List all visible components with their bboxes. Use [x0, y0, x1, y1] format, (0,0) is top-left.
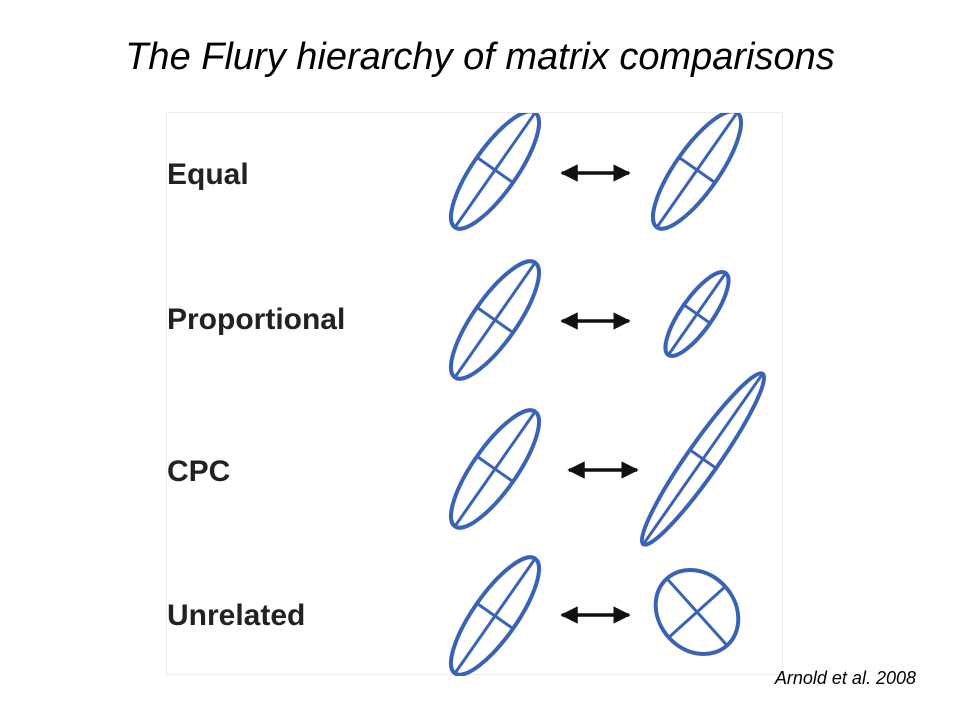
cpc-right-ellipse [639, 371, 767, 547]
equal-left-ellipse [448, 113, 542, 231]
row-label-proportional: Proportional [167, 303, 346, 336]
unrelated-left-ellipse [448, 555, 542, 676]
proportional-left-ellipse [448, 259, 542, 381]
citation: Arnold et al. 2008 [774, 668, 916, 688]
flury-hierarchy-figure: Equal Proportional CPC Unrelated [166, 112, 783, 676]
proportional-right-ellipse [663, 270, 731, 358]
row-label-equal: Equal [167, 158, 249, 191]
cpc-left-ellipse [448, 408, 542, 530]
row-label-unrelated: Unrelated [167, 599, 306, 632]
equal-right-ellipse [650, 113, 744, 231]
unrelated-right-ellipse [653, 567, 741, 657]
row-label-cpc: CPC [167, 455, 231, 488]
slide-title: The Flury hierarchy of matrix comparison… [125, 36, 835, 78]
ellipse-diagram [448, 113, 767, 676]
